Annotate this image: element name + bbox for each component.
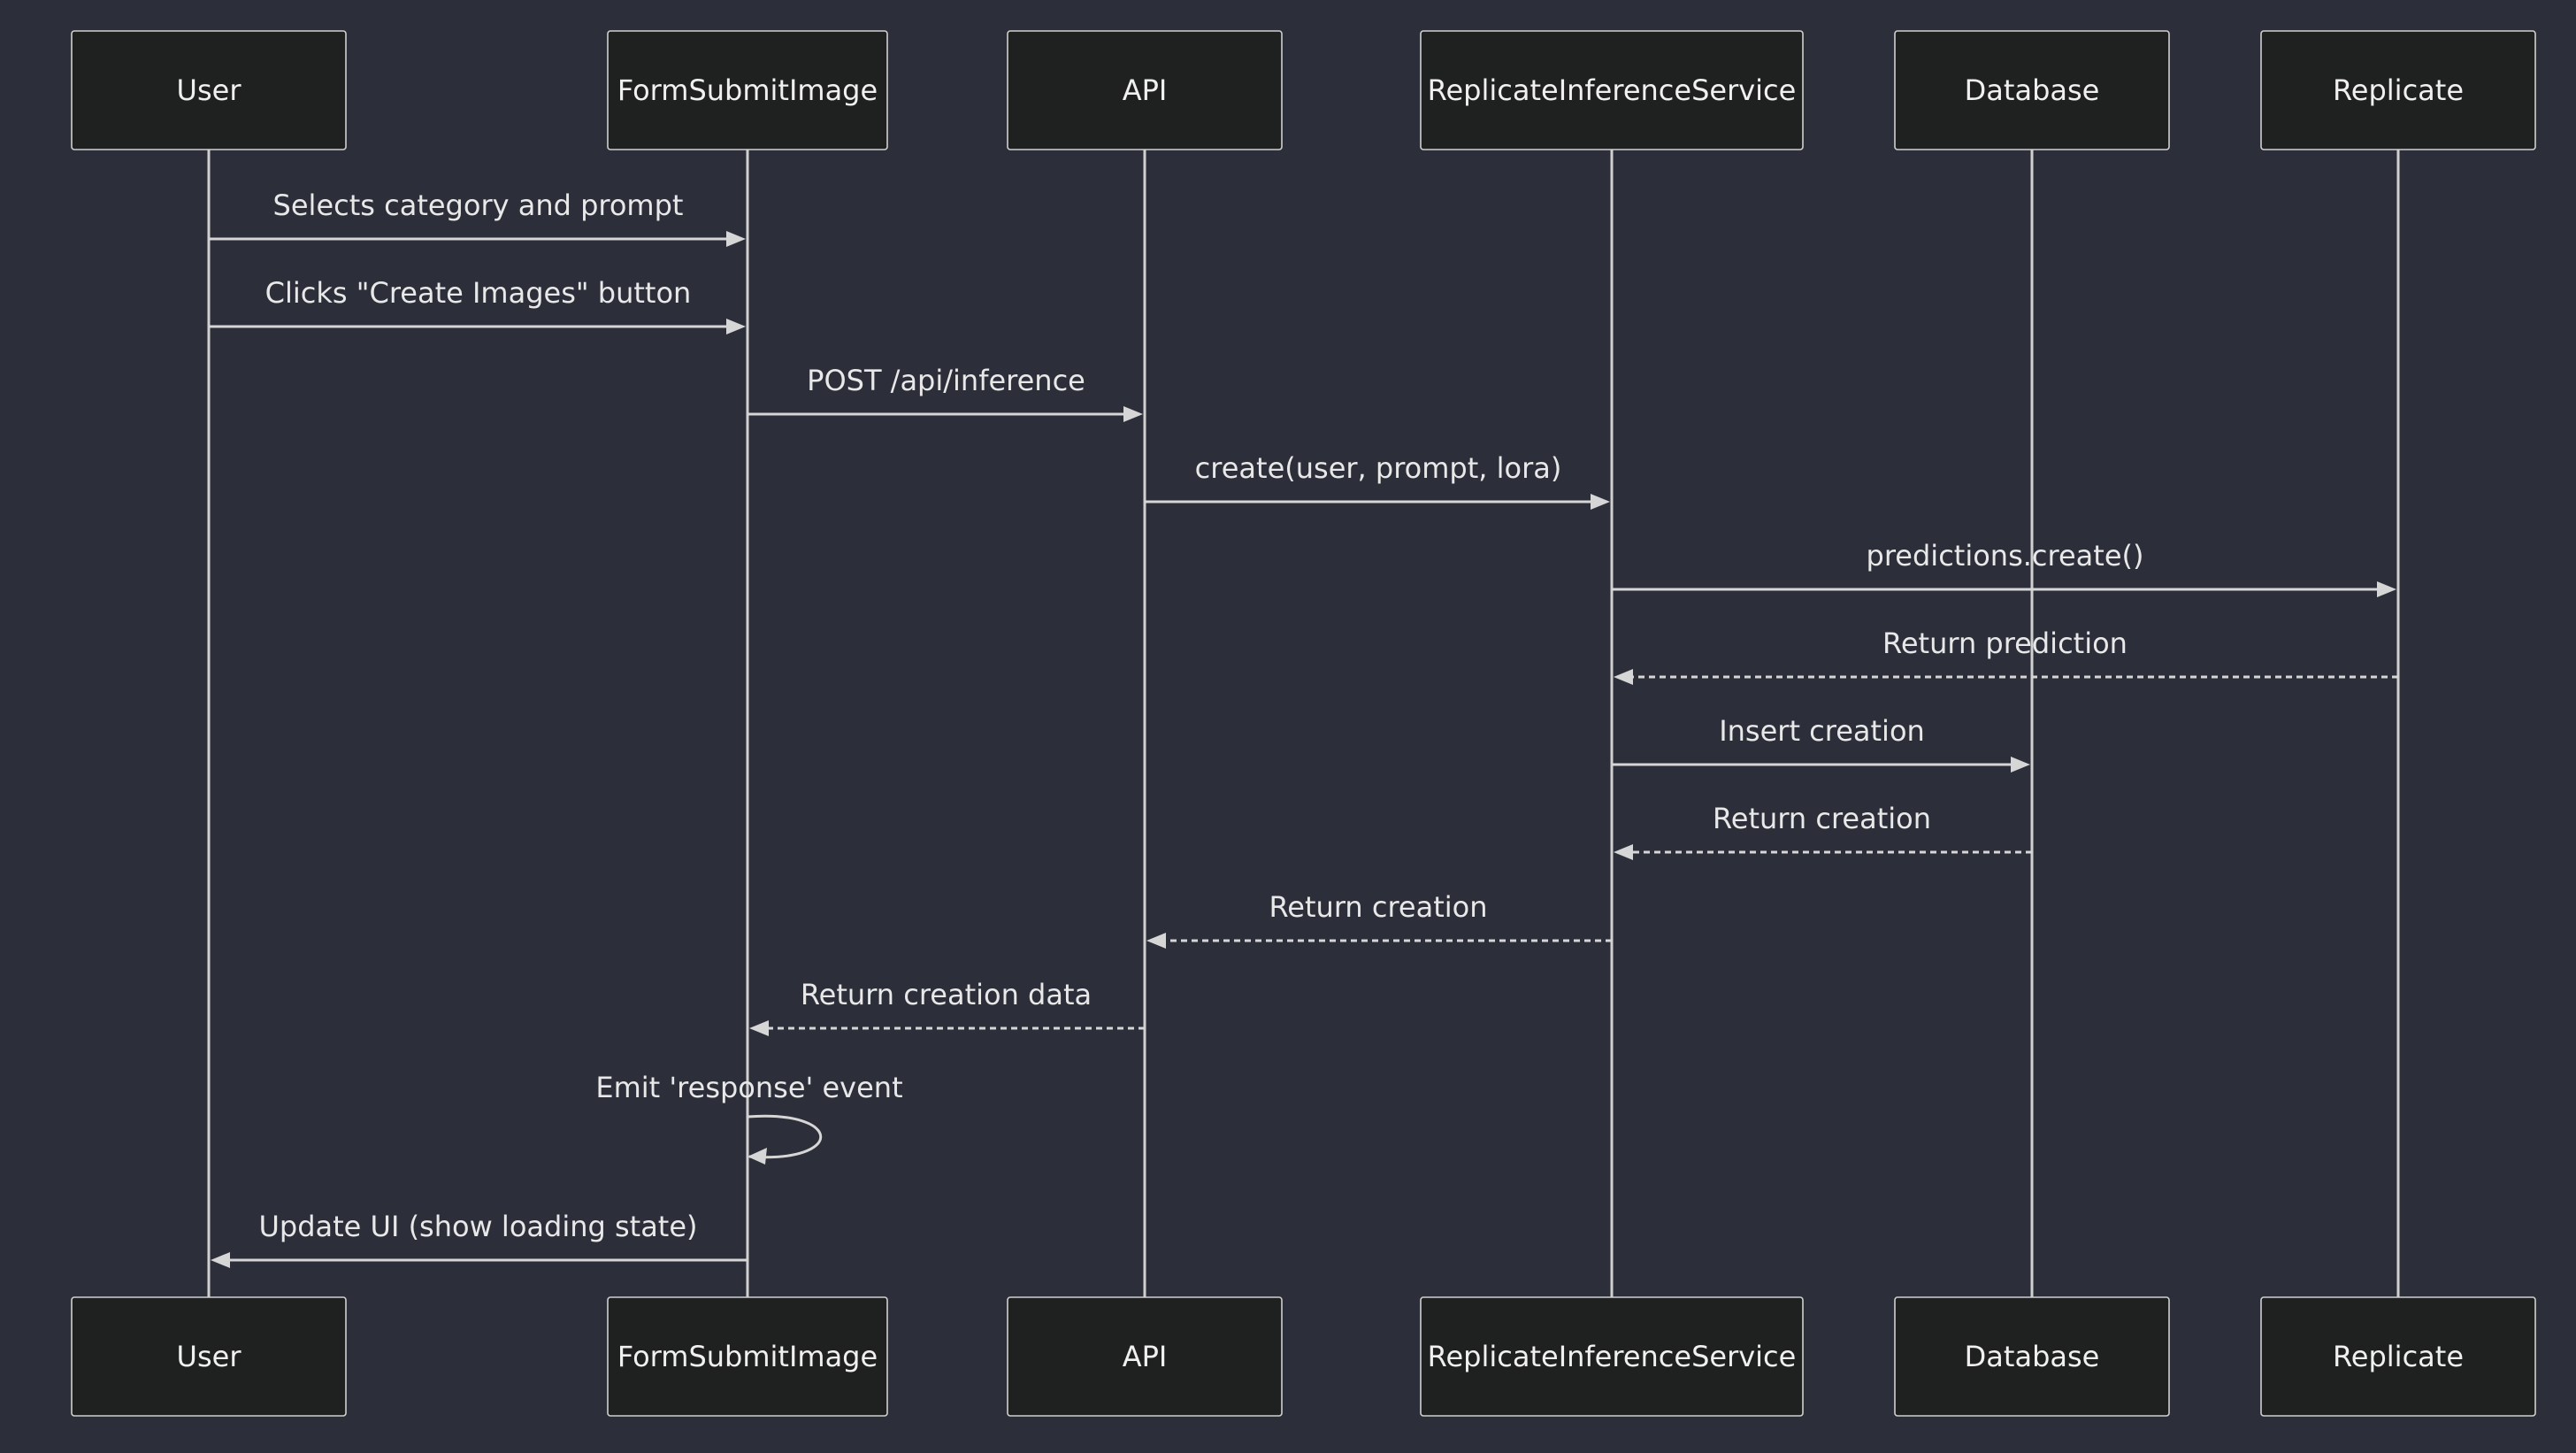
message-6: Return prediction bbox=[1614, 627, 2398, 685]
arrowhead bbox=[1614, 844, 1633, 860]
actor-user-top: User bbox=[71, 30, 347, 150]
message-5: predictions.create() bbox=[1612, 539, 2396, 597]
actor-db-bottom: Database bbox=[1894, 1296, 2170, 1417]
actor-service-top: ReplicateInferenceService bbox=[1420, 30, 1804, 150]
arrowhead bbox=[1614, 669, 1633, 685]
arrowhead bbox=[726, 319, 746, 334]
actor-label: API bbox=[1123, 73, 1168, 107]
actor-box bbox=[607, 1296, 888, 1417]
message-label: create(user, prompt, lora) bbox=[1195, 451, 1562, 485]
message-label: Return prediction bbox=[1882, 627, 2128, 660]
actor-box bbox=[1894, 30, 2170, 150]
arrowhead bbox=[211, 1252, 230, 1268]
actor-form-top: FormSubmitImage bbox=[607, 30, 888, 150]
message-4: create(user, prompt, lora) bbox=[1145, 451, 1610, 510]
message-label: Insert creation bbox=[1719, 714, 1925, 748]
message-10: Return creation data bbox=[749, 978, 1145, 1036]
actor-label: FormSubmitImage bbox=[617, 73, 878, 107]
message-label: POST /api/inference bbox=[807, 364, 1085, 397]
actor-label: User bbox=[177, 1340, 242, 1373]
message-label: Return creation data bbox=[801, 978, 1092, 1011]
actor-box bbox=[71, 30, 347, 150]
actor-box bbox=[71, 1296, 347, 1417]
message-label: Emit 'response' event bbox=[595, 1071, 902, 1104]
actor-label: Database bbox=[1965, 1340, 2100, 1373]
actor-label: Replicate bbox=[2333, 1340, 2464, 1373]
message-3: POST /api/inference bbox=[748, 364, 1143, 422]
arrowhead bbox=[2377, 581, 2396, 597]
message-1: Selects category and prompt bbox=[209, 188, 746, 247]
actor-box bbox=[607, 30, 888, 150]
arrowhead bbox=[1123, 406, 1143, 422]
actor-api-top: API bbox=[1007, 30, 1283, 150]
message-2: Clicks "Create Images" button bbox=[209, 276, 746, 334]
message-label: Clicks "Create Images" button bbox=[265, 276, 692, 310]
actor-box bbox=[1420, 30, 1804, 150]
message-9: Return creation bbox=[1146, 890, 1612, 949]
actor-form-bottom: FormSubmitImage bbox=[607, 1296, 888, 1417]
actor-box bbox=[2260, 30, 2536, 150]
actor-label: Database bbox=[1965, 73, 2100, 107]
arrowhead bbox=[1146, 933, 1166, 949]
actor-label: ReplicateInferenceService bbox=[1428, 73, 1797, 107]
actor-box bbox=[1420, 1296, 1804, 1417]
actor-user-bottom: User bbox=[71, 1296, 347, 1417]
actors-bottom: User FormSubmitImage API ReplicateInference… bbox=[71, 1296, 2536, 1417]
actor-replicate-bottom: Replicate bbox=[2260, 1296, 2536, 1417]
arrowhead bbox=[748, 1148, 767, 1165]
message-label: Return creation bbox=[1713, 802, 1931, 835]
message-label: Selects category and prompt bbox=[273, 188, 684, 222]
message-7: Insert creation bbox=[1612, 714, 2030, 773]
actor-label: Replicate bbox=[2333, 73, 2464, 107]
arrowhead bbox=[726, 231, 746, 247]
message-12: Update UI (show loading state) bbox=[211, 1210, 748, 1268]
actor-box bbox=[1894, 1296, 2170, 1417]
actor-api-bottom: API bbox=[1007, 1296, 1283, 1417]
message-label: Return creation bbox=[1269, 890, 1488, 924]
arrowhead bbox=[1591, 494, 1610, 510]
message-line bbox=[747, 1114, 823, 1159]
message-11: Emit 'response' event bbox=[595, 1071, 903, 1165]
message-label: Update UI (show loading state) bbox=[258, 1210, 697, 1243]
actor-label: User bbox=[177, 73, 242, 107]
actor-label: ReplicateInferenceService bbox=[1428, 1340, 1797, 1373]
actors-top: User FormSubmitImage API ReplicateInference… bbox=[71, 30, 2536, 150]
message-8: Return creation bbox=[1614, 802, 2032, 860]
actor-replicate-top: Replicate bbox=[2260, 30, 2536, 150]
actor-box bbox=[2260, 1296, 2536, 1417]
arrowhead bbox=[2011, 757, 2030, 773]
arrowhead bbox=[749, 1020, 769, 1036]
lifelines bbox=[207, 150, 2400, 1297]
actor-label: API bbox=[1123, 1340, 1168, 1373]
actor-service-bottom: ReplicateInferenceService bbox=[1420, 1296, 1804, 1417]
actor-label: FormSubmitImage bbox=[617, 1340, 878, 1373]
actor-box bbox=[1007, 30, 1283, 150]
actor-db-top: Database bbox=[1894, 30, 2170, 150]
message-label: predictions.create() bbox=[1867, 539, 2144, 573]
actor-box bbox=[1007, 1296, 1283, 1417]
